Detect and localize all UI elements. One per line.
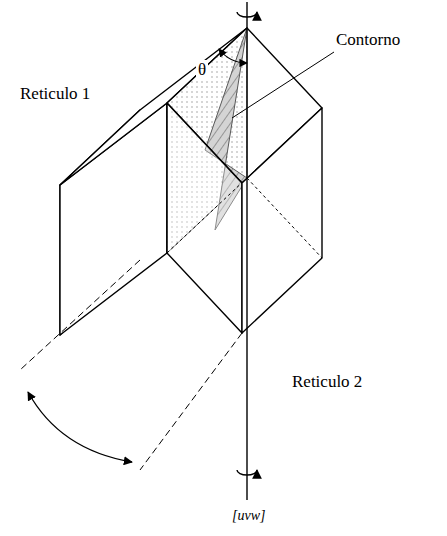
drawing-part [219,49,247,63]
angle-construction [20,260,242,470]
drawing-part [237,470,257,475]
rotation-axis [237,2,257,500]
drawing-part [167,178,247,253]
leader-line [232,52,334,118]
axis-label: [uvw] [230,508,267,524]
drawing-part [140,333,242,470]
theta-arc [219,49,247,63]
lattice-label: Reticulo 1 [18,84,92,104]
drawing-part [242,108,322,333]
drawing-part [246,2,247,500]
drawing-part [247,178,322,258]
drawing-part [20,260,140,370]
drawing-part [28,392,132,462]
lattice-label: Reticulo 2 [290,372,364,392]
drawing-part [237,12,257,17]
lattice-2-block [167,28,322,333]
boundary-label: Contorno [334,30,402,50]
angle-symbol: θ [196,60,208,80]
drawing-part [167,103,242,333]
